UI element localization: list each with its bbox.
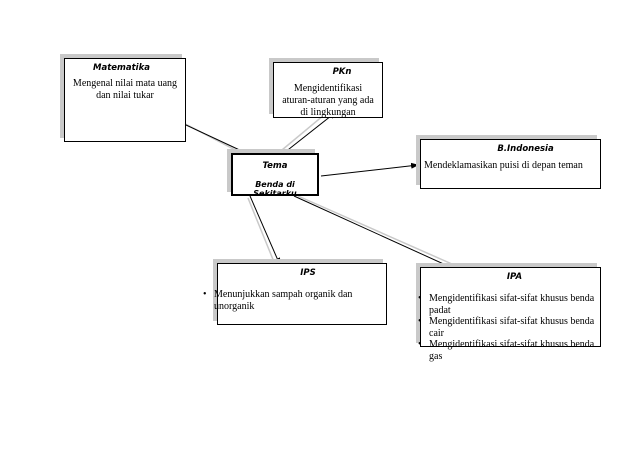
edge-to-pkn — [283, 111, 337, 154]
subject-box-pkn: PKn Mengidentifikasi aturan-aturan yang … — [273, 62, 383, 118]
subject-bullets: Menunjukkan sampah organik dan unorganik — [203, 289, 386, 312]
subject-bullets: Mengidentifikasi sifat-sifat khusus bend… — [418, 293, 600, 362]
edge-to-ips — [249, 195, 281, 266]
theme-subtitle: Benda di Sekitarku — [253, 180, 297, 198]
subject-title: PKn — [332, 67, 352, 77]
subject-title: Matematika — [93, 63, 150, 73]
subject-box-ipa: IPA Mengidentifikasi sifat-sifat khusus … — [418, 267, 601, 362]
subject-box-ips: IPS Menunjukkan sampah organik dan unorg… — [203, 263, 387, 325]
theme-title: Tema — [262, 161, 288, 171]
edge-to-bindonesia — [320, 162, 419, 177]
subject-box-bindonesia: B.Indonesia Mendeklamasikan puisi di dep… — [420, 139, 601, 189]
subject-title: IPA — [506, 272, 523, 282]
subject-title: B.Indonesia — [497, 144, 554, 154]
subject-title: IPS — [300, 268, 316, 278]
subject-text: Mengidentifikasi aturan-aturan yang ada … — [282, 83, 374, 118]
bullet-item: Mengidentifikasi sifat-sifat khusus bend… — [418, 339, 598, 362]
subject-text: Mengenal nilai mata uang dan nilai tukar — [72, 78, 178, 101]
theme-box: Tema Benda di Sekitarku — [231, 153, 319, 198]
edge-to-ipa — [293, 195, 471, 277]
bullet-item: Menunjukkan sampah organik dan unorganik — [203, 289, 364, 312]
subject-box-matematika: Matematika Mengenal nilai mata uang dan … — [64, 58, 186, 142]
bullet-item: Mengidentifikasi sifat-sifat khusus bend… — [418, 316, 598, 339]
subject-text: Mendeklamasikan puisi di depan teman — [424, 160, 583, 171]
bullet-item: Mengidentifikasi sifat-sifat khusus bend… — [418, 293, 598, 316]
